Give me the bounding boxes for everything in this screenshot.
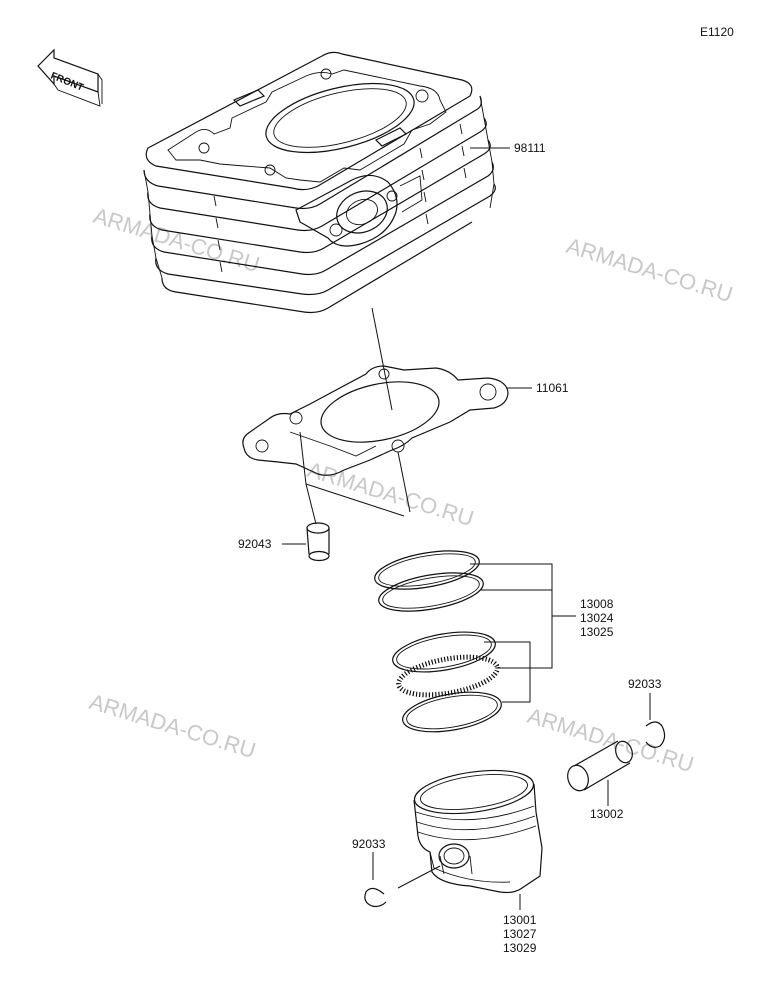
- dowel-pin: 92043: [238, 522, 330, 562]
- label-circlip-right: 92033: [628, 677, 662, 691]
- label-piston-3: 13029: [503, 941, 537, 955]
- label-gasket: 11061: [536, 381, 569, 395]
- label-piston-pin: 13002: [590, 807, 624, 821]
- label-circlip-left: 92033: [352, 837, 386, 851]
- label-cylinder: 98111: [514, 141, 546, 155]
- watermark: ARMADA-CO.RU: [87, 689, 259, 763]
- circlip-right: 92033: [628, 677, 666, 748]
- watermark: ARMADA-CO.RU: [525, 703, 697, 777]
- piston-pin: 13002: [567, 740, 633, 821]
- watermark: ARMADA-CO.RU: [91, 203, 263, 277]
- circlip-left: 92033: [352, 837, 387, 908]
- watermark: ARMADA-CO.RU: [564, 233, 736, 307]
- cylinder: [143, 51, 496, 411]
- label-ring-2: 13024: [580, 611, 614, 625]
- front-arrow-icon: FRONT: [37, 48, 103, 107]
- label-piston-1: 13001: [503, 913, 537, 927]
- watermark: ARMADA-CO.RU: [305, 457, 477, 531]
- front-label: FRONT: [49, 71, 85, 94]
- cylinder-gasket: [242, 365, 509, 525]
- label-ring-3: 13025: [580, 625, 614, 639]
- piston: 13001 13027 13029: [397, 769, 543, 955]
- diagram-code: E1120: [700, 25, 734, 39]
- label-ring-1: 13008: [580, 597, 614, 611]
- label-piston-2: 13027: [503, 927, 537, 941]
- label-dowel-pin: 92043: [238, 537, 272, 551]
- piston-rings: 13008 13024 13025: [374, 550, 614, 733]
